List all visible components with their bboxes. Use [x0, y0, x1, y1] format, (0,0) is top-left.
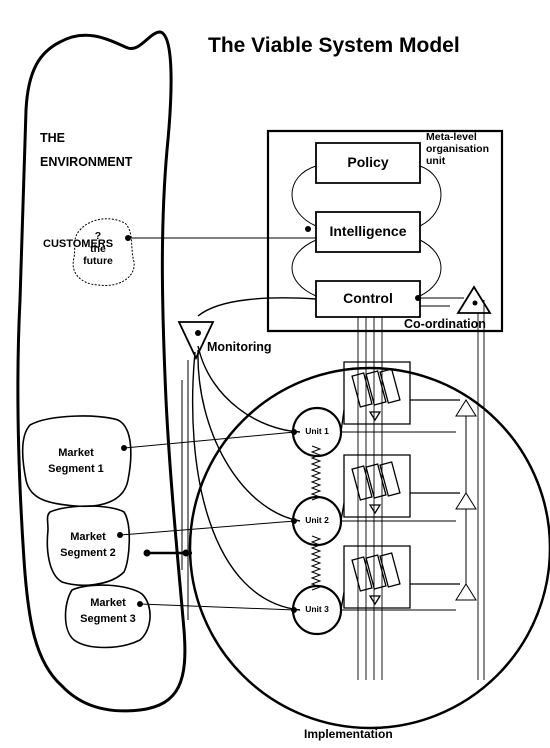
monitoring-unit2-line	[198, 350, 300, 521]
unit-2-management-panel	[341, 455, 460, 521]
intelligence-junction-dot	[305, 226, 311, 232]
coordination-triangle	[458, 287, 490, 313]
coordination-dot	[472, 300, 478, 306]
market-segment-2-label: Market Segment 2	[60, 531, 116, 559]
control-dot	[415, 295, 421, 301]
intelligence-control-loop-right	[420, 240, 441, 296]
diagram-title: The Viable System Model	[208, 34, 460, 57]
metasystem-caption: Meta-level organisation unit	[426, 131, 490, 167]
segment1-junction-dot	[121, 445, 127, 451]
unit1-unit2-spring	[312, 446, 320, 500]
market-segment-1-label: Market Segment 1	[48, 447, 104, 475]
coordination-label: Co-ordination	[404, 317, 486, 331]
unit-2-label: Unit 2	[305, 515, 329, 525]
market-segment-3-blob	[66, 585, 151, 647]
unit2-dot	[291, 518, 297, 524]
environment-label-line2: ENVIRONMENT	[40, 155, 133, 169]
customers-label: CUSTOMERS	[43, 238, 114, 250]
unit1-dot	[291, 429, 297, 435]
environment-label-line1: THE	[40, 131, 65, 145]
monitoring-triangle	[179, 322, 213, 358]
unit3-dot	[291, 607, 297, 613]
unit-3-management-panel	[341, 546, 460, 610]
monitoring-label: Monitoring	[207, 340, 272, 354]
implementation-label: Implementation	[304, 727, 393, 741]
intelligence-label: Intelligence	[329, 223, 407, 239]
segment1-unit1-link	[124, 432, 295, 448]
segment2-junction-dot	[117, 532, 123, 538]
intelligence-box[interactable]	[316, 212, 420, 252]
intelligence-control-loop-left	[292, 240, 316, 296]
future-label: ? the future	[83, 230, 113, 268]
unit-3-label: Unit 3	[305, 604, 329, 614]
market-segment-2-blob	[47, 506, 129, 585]
environment-outline	[18, 32, 185, 711]
segment3-junction-dot	[137, 601, 143, 607]
monitoring-unit3-line	[193, 352, 300, 610]
policy-box[interactable]	[316, 143, 420, 183]
connector-dot-right	[182, 549, 190, 557]
control-bus-lines	[358, 300, 484, 680]
future-blob	[73, 219, 134, 286]
control-label: Control	[343, 290, 393, 306]
unit-1-label: Unit 1	[305, 426, 329, 436]
segment3-unit3-link	[140, 604, 295, 610]
monitoring-unit1-line	[198, 346, 300, 432]
segment2-unit2-link	[120, 521, 295, 535]
unit-1-management-panel	[341, 362, 460, 432]
connector-dot-left	[143, 549, 151, 557]
unit-coordination-triangles	[340, 400, 476, 610]
market-segment-3-label: Market Segment 3	[80, 597, 136, 625]
market-segment-1-blob	[23, 416, 131, 506]
metasystem-frame	[268, 131, 502, 331]
future-junction-dot	[125, 235, 131, 241]
control-monitoring-link	[198, 298, 316, 316]
implementation-circle	[190, 368, 550, 728]
policy-intelligence-loop-left	[292, 166, 316, 226]
monitoring-dot	[195, 330, 201, 336]
policy-intelligence-loop-right	[420, 166, 441, 226]
policy-label: Policy	[347, 154, 389, 170]
